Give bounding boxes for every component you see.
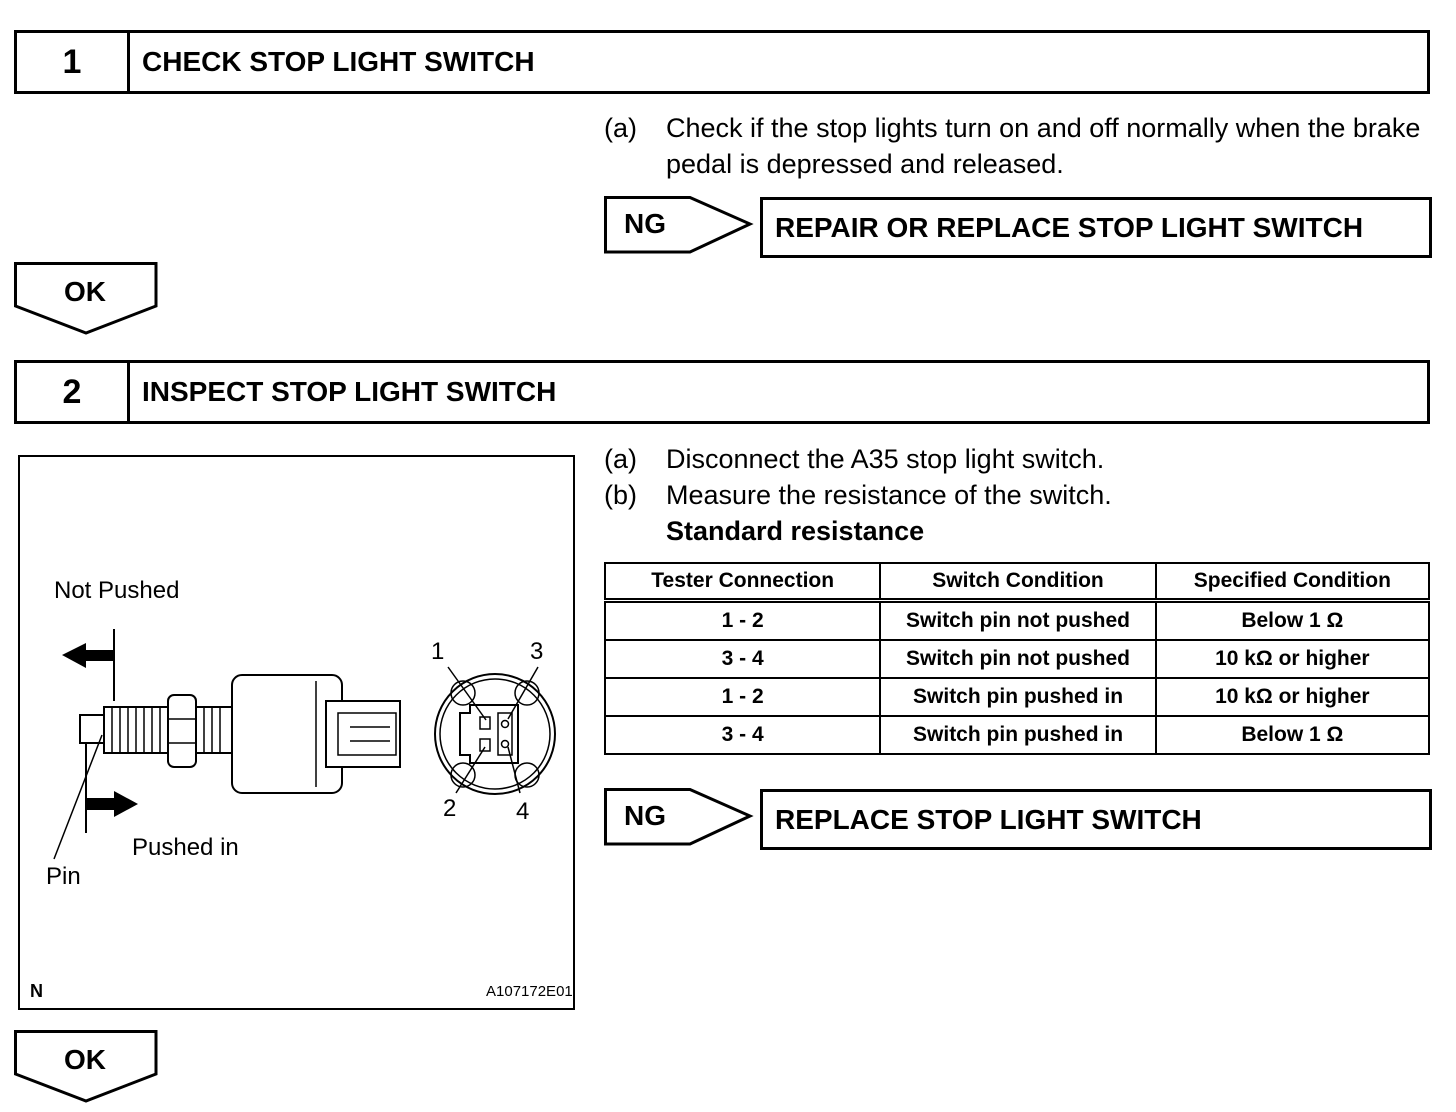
step-title: INSPECT STOP LIGHT SWITCH	[142, 376, 557, 407]
table-row: 1 - 2 Switch pin pushed in 10 kΩ or high…	[603, 677, 1431, 717]
left-arrow-icon	[62, 643, 114, 668]
ng-action-box: REPLACE STOP LIGHT SWITCH	[760, 789, 1432, 850]
figure-code: A107172E01	[486, 983, 573, 1000]
table-header-row: Tester Connection Switch Condition Speci…	[603, 562, 1431, 603]
terminal-3-label: 3	[530, 638, 544, 665]
ng-label: NG	[624, 208, 666, 239]
ok-arrow-box: OK	[14, 262, 160, 335]
switch-condition-cell: Switch pin pushed in	[879, 677, 1157, 717]
tester-connection-cell: 1 - 2	[603, 599, 882, 641]
table-row: 3 - 4 Switch pin pushed in Below 1 Ω	[603, 715, 1431, 755]
table-row: 3 - 4 Switch pin not pushed 10 kΩ or hig…	[603, 639, 1431, 679]
ng-label: NG	[624, 800, 666, 831]
pushed-in-label: Pushed in	[132, 834, 239, 861]
ng-action-box: REPAIR OR REPLACE STOP LIGHT SWITCH	[760, 197, 1432, 258]
column-header: Switch Condition	[879, 562, 1157, 603]
ok-arrow-icon	[14, 1030, 158, 1103]
table-row: 1 - 2 Switch pin not pushed Below 1 Ω	[603, 599, 1431, 641]
specified-condition-cell: 10 kΩ or higher	[1154, 677, 1431, 717]
ok-arrow-box: OK	[14, 1030, 160, 1103]
step-1-header: 1 CHECK STOP LIGHT SWITCH	[14, 30, 1430, 94]
specified-condition-cell: Below 1 Ω	[1154, 599, 1431, 641]
specified-condition-cell: Below 1 Ω	[1154, 715, 1431, 755]
step-2-header: 2 INSPECT STOP LIGHT SWITCH	[14, 360, 1430, 424]
figure-corner-mark: N	[30, 981, 43, 1001]
ok-label: OK	[64, 276, 106, 307]
pin-label: Pin	[46, 863, 81, 890]
not-pushed-label: Not Pushed	[54, 577, 180, 604]
step-title: CHECK STOP LIGHT SWITCH	[142, 46, 535, 77]
tester-connection-cell: 3 - 4	[603, 639, 882, 679]
column-header: Tester Connection	[603, 562, 882, 603]
specified-condition-cell: 10 kΩ or higher	[1154, 639, 1431, 679]
instruction-text: Disconnect the A35 stop light switch.	[666, 444, 1105, 474]
instruction-text: Check if the stop lights turn on and off…	[666, 113, 1421, 179]
stop-light-switch-diagram	[53, 629, 556, 860]
column-header: Specified Condition	[1154, 562, 1431, 603]
ng-arrow-icon	[604, 788, 754, 846]
ng-arrow-icon	[604, 196, 754, 254]
instruction-text: Measure the resistance of the switch.	[666, 480, 1112, 510]
instruction-label: (b)	[604, 480, 637, 510]
ng-arrow-box: NG	[604, 196, 754, 256]
tester-connection-cell: 1 - 2	[603, 677, 882, 717]
instruction-label: (a)	[604, 444, 637, 474]
ok-label: OK	[64, 1044, 106, 1075]
step-number: 1	[17, 33, 130, 91]
terminal-2-label: 2	[443, 795, 457, 822]
terminal-1-label: 1	[431, 638, 445, 665]
switch-condition-cell: Switch pin not pushed	[879, 639, 1157, 679]
switch-condition-cell: Switch pin pushed in	[879, 715, 1157, 755]
tester-connection-cell: 3 - 4	[603, 715, 882, 755]
stop-light-switch-figure: Not Pushed Pushed in Pin 1 3 2 4 N A1071…	[18, 455, 575, 1010]
resistance-table: Tester Connection Switch Condition Speci…	[603, 562, 1431, 755]
step-number: 2	[17, 363, 130, 421]
right-arrow-icon	[86, 791, 138, 817]
ng-arrow-box: NG	[604, 788, 754, 848]
terminal-4-label: 4	[516, 798, 530, 825]
switch-condition-cell: Switch pin not pushed	[879, 599, 1157, 641]
standard-resistance-heading: Standard resistance	[666, 516, 925, 546]
ok-arrow-icon	[14, 262, 158, 335]
instruction-label: (a)	[604, 113, 637, 143]
